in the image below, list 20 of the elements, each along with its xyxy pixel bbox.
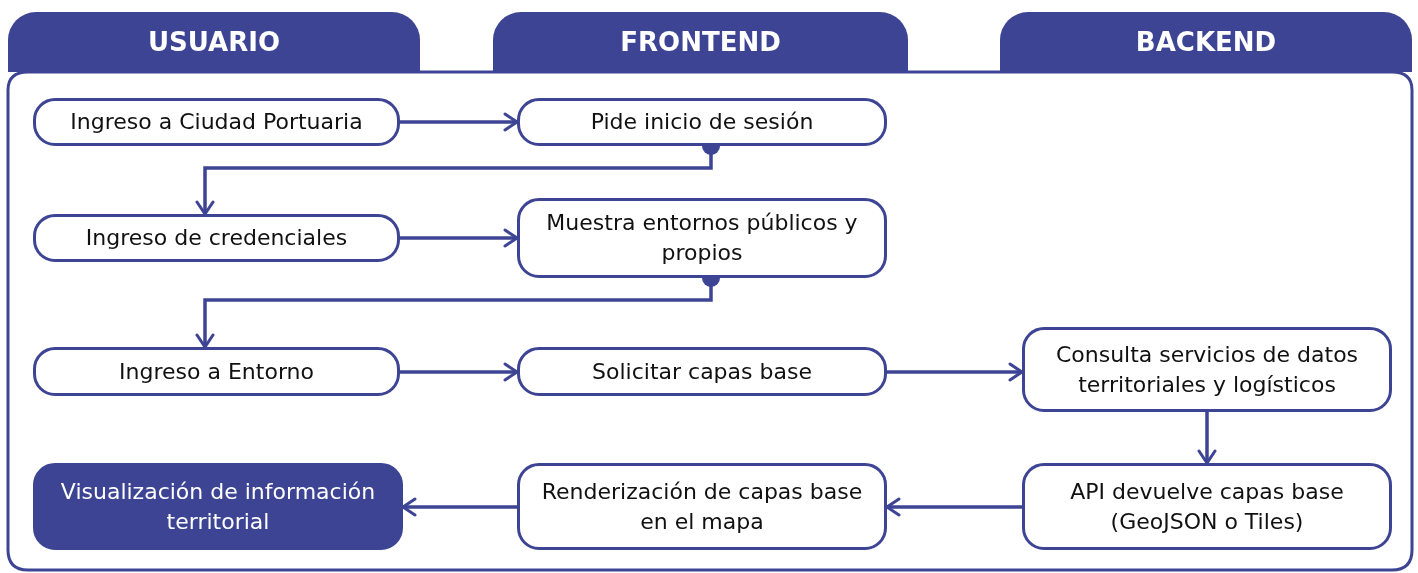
process-box: Ingreso de credenciales — [33, 214, 400, 262]
arrow — [400, 112, 519, 132]
lane-header: USUARIO — [8, 12, 420, 72]
arrow — [400, 228, 519, 248]
arrow — [885, 497, 1022, 517]
arrow — [400, 362, 519, 382]
process-box: Consulta servicios de datos territoriales y logísticos — [1022, 327, 1392, 412]
process-box: API devuelve capas base (GeoJSON o Tiles) — [1022, 463, 1392, 550]
terminal-box: Visualización de información territorial — [33, 463, 403, 550]
arrow — [887, 362, 1024, 382]
arrow — [401, 497, 517, 517]
process-box: Ingreso a Entorno — [33, 347, 400, 396]
process-box: Muestra entornos públicos y propios — [517, 198, 887, 278]
process-box: Pide inicio de sesión — [517, 98, 887, 146]
lane-header: BACKEND — [1000, 12, 1412, 72]
process-box: Renderización de capas base en el mapa — [517, 463, 887, 550]
arrow — [1197, 412, 1217, 465]
process-box: Ingreso a Ciudad Portuaria — [33, 98, 400, 146]
process-box: Solicitar capas base — [517, 347, 887, 396]
lane-header: FRONTEND — [493, 12, 908, 72]
